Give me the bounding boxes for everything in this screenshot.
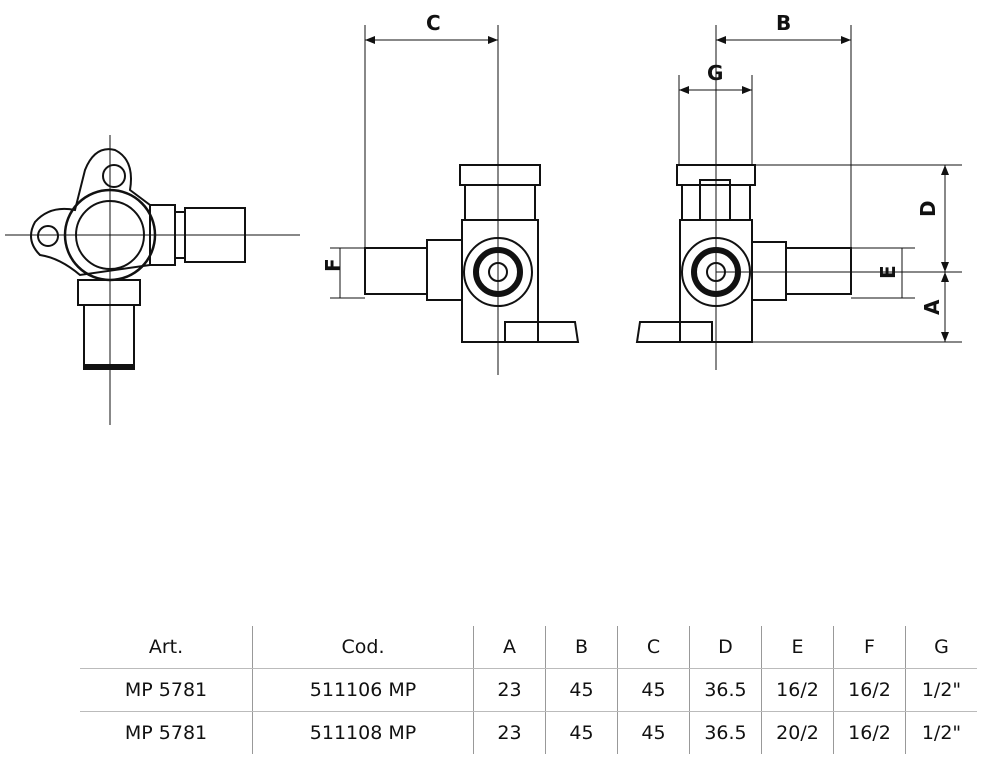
outlet-ring bbox=[473, 247, 523, 297]
table-row: MP 5781 511106 MP 23 45 45 36.5 16/2 16/… bbox=[80, 668, 977, 712]
header-b: B bbox=[545, 626, 618, 669]
base-plate bbox=[635, 321, 713, 343]
header-a: A bbox=[473, 626, 546, 669]
cell-a: 23 bbox=[473, 668, 546, 712]
cell-d: 36.5 bbox=[689, 668, 762, 712]
front-view: C F bbox=[321, 11, 580, 375]
body-inner-circle bbox=[75, 200, 145, 270]
bottom-nut bbox=[77, 279, 141, 306]
outlet-bore bbox=[488, 262, 508, 282]
cell-d: 36.5 bbox=[689, 711, 762, 754]
header-art: Art. bbox=[80, 626, 253, 669]
mounting-lug-outline bbox=[30, 148, 151, 277]
cell-c: 45 bbox=[617, 711, 690, 754]
lug-hole-top bbox=[102, 164, 126, 188]
cell-art: MP 5781 bbox=[80, 668, 253, 712]
cell-f: 16/2 bbox=[833, 668, 906, 712]
outlet-outer bbox=[463, 237, 533, 307]
cell-art: MP 5781 bbox=[124, 722, 208, 744]
cell-e: 16/2 bbox=[761, 668, 834, 712]
cell-cod: 511108 MP bbox=[252, 711, 474, 754]
header-f: F bbox=[833, 626, 906, 669]
right-nut bbox=[751, 241, 787, 301]
dim-label-a: A bbox=[920, 299, 944, 315]
side-view: B G D E A bbox=[635, 11, 962, 370]
cell-a: 23 bbox=[473, 711, 546, 754]
lug-hole-left bbox=[37, 225, 59, 247]
dim-label-g: G bbox=[707, 61, 723, 85]
header-e: E bbox=[761, 626, 834, 669]
header-g: G bbox=[905, 626, 977, 669]
dim-label-d: D bbox=[916, 200, 940, 217]
right-sleeve bbox=[184, 207, 246, 263]
header-d: D bbox=[689, 626, 762, 669]
bottom-sleeve bbox=[83, 304, 135, 370]
dim-label-e: E bbox=[876, 265, 900, 279]
cell-g: 1/2" bbox=[905, 668, 977, 712]
table-row: MP 5781 511108 MP 23 45 45 36.5 20/2 16/… bbox=[80, 711, 977, 754]
top-thread bbox=[464, 184, 536, 221]
cell-cod: 511106 MP bbox=[252, 668, 474, 712]
right-sleeve bbox=[785, 247, 852, 295]
top-view bbox=[5, 135, 300, 425]
top-nut bbox=[459, 164, 541, 186]
table-header-row: Art. Cod. A B C D E F G bbox=[80, 626, 977, 669]
spec-table: Art. Cod. A B C D E F G MP 5781 511106 M… bbox=[80, 626, 977, 754]
cell-f: 16/2 bbox=[833, 711, 906, 754]
left-sleeve bbox=[364, 247, 428, 295]
left-nut bbox=[426, 239, 463, 301]
header-cod: Cod. bbox=[252, 626, 474, 669]
dim-label-f: F bbox=[321, 258, 345, 272]
dim-label-c: C bbox=[426, 11, 441, 35]
cell-e: 20/2 bbox=[761, 711, 834, 754]
cell-b: 45 bbox=[545, 711, 618, 754]
dim-label-b: B bbox=[776, 11, 791, 35]
cell-g: 1/2" bbox=[905, 711, 977, 754]
technical-drawing: C F B G bbox=[5, 11, 962, 425]
cell-b: 45 bbox=[545, 668, 618, 712]
cell-c: 45 bbox=[617, 668, 690, 712]
base-plate bbox=[504, 321, 580, 343]
header-c: C bbox=[617, 626, 690, 669]
